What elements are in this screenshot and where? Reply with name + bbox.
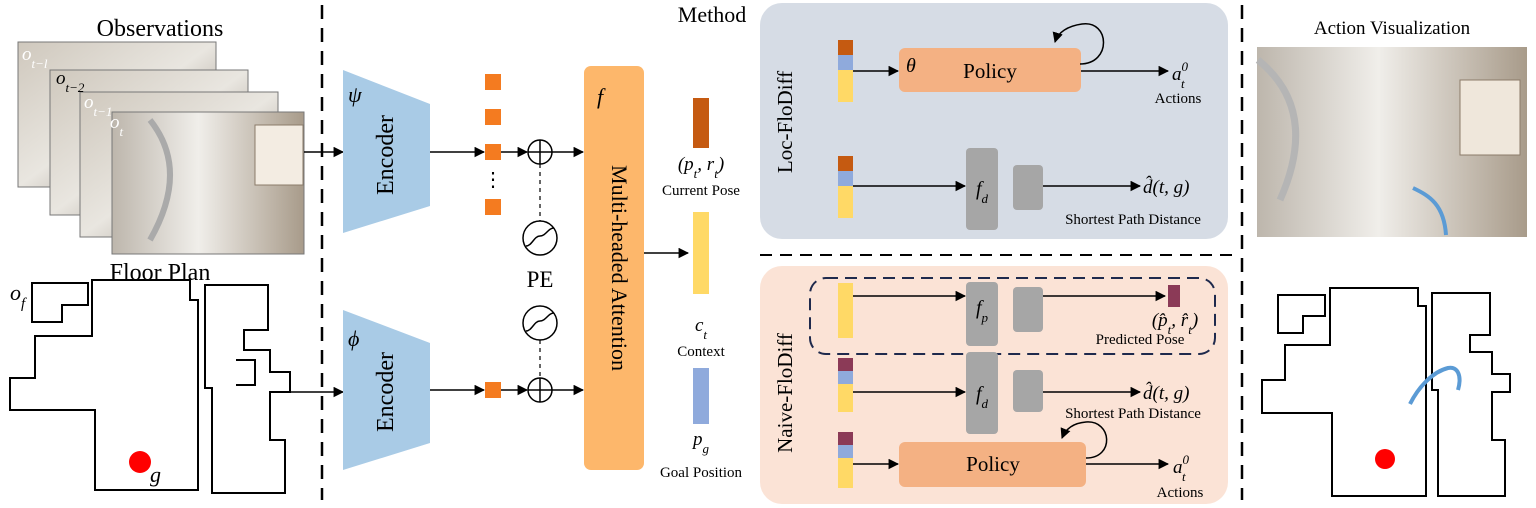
context-vector <box>693 212 709 294</box>
goal-position-symbol: pg <box>691 429 710 456</box>
floor-plan-title: Floor Plan <box>110 260 211 286</box>
obs-tokens: ⋮ <box>483 74 503 215</box>
goal-position-vector <box>693 368 709 424</box>
loc-fd-block <box>966 148 998 230</box>
attention-block <box>584 66 644 470</box>
predicted-pose-label: Predicted Pose <box>1096 332 1185 348</box>
frame-window <box>254 124 304 186</box>
current-pose-vector <box>693 98 709 148</box>
observations-title: Observations <box>97 16 224 42</box>
obs-token <box>485 199 501 215</box>
attention-symbol: f <box>597 84 606 109</box>
obs-token <box>485 74 501 90</box>
naive-fd-block <box>966 352 998 434</box>
loc-flodiff-panel <box>760 3 1228 239</box>
map-encoder-label: Encoder <box>373 352 399 432</box>
loc-policy-input <box>838 40 853 102</box>
pe-icon-bottom <box>522 305 558 341</box>
naive-policy-block <box>899 442 1086 487</box>
context-label: Context <box>677 344 725 360</box>
naive-dist-input <box>838 358 853 412</box>
loc-flodiff-label: Loc-FloDiff <box>773 71 797 173</box>
naive-flodiff-label: Naive-FloDiff <box>773 333 797 453</box>
observation-stack <box>17 41 305 255</box>
obs-token <box>485 109 501 125</box>
predicted-pose-vector <box>1168 285 1180 307</box>
attention-label: Multi-headed Attention <box>607 165 632 371</box>
method-title: Method <box>678 2 746 27</box>
add-op-top <box>527 139 553 165</box>
action-vis-floor-plan <box>1261 287 1511 497</box>
naive-distance-label: Shortest Path Distance <box>1065 406 1201 422</box>
obs-token <box>485 144 501 160</box>
loc-policy-block <box>899 48 1081 92</box>
naive-fd-out-block <box>1013 370 1043 412</box>
loc-dist-input <box>838 156 853 218</box>
naive-actions-label: Actions <box>1157 485 1204 501</box>
naive-fp-block <box>966 282 998 346</box>
action-vis-title: Action Visualization <box>1314 18 1471 39</box>
loc-fd-out-block <box>1013 165 1043 210</box>
goal-marker-vis <box>1375 449 1395 469</box>
current-pose-symbol: (pt, rt) <box>678 154 724 181</box>
obs-encoder-symbol: ψ <box>348 82 362 107</box>
obs-encoder-label: Encoder <box>373 115 399 195</box>
naive-pose-input <box>838 283 853 338</box>
token-ellipsis: ⋮ <box>483 169 503 191</box>
map-encoder-symbol: ϕ <box>348 326 359 351</box>
naive-policy-input <box>838 432 853 488</box>
pose-prediction-group <box>809 277 1216 355</box>
loc-distance-label: Shortest Path Distance <box>1065 212 1201 228</box>
naive-policy-loop <box>1060 421 1108 459</box>
naive-fp-out-block <box>1013 287 1043 332</box>
floor-plan-map <box>9 279 291 494</box>
map-encoder <box>343 310 430 470</box>
add-op-bottom <box>527 377 553 403</box>
pe-label: PE <box>527 267 554 292</box>
loc-policy-symbol: θ <box>906 55 916 77</box>
floor-plan-obs-label: of <box>10 280 27 312</box>
frame-door-edge <box>147 118 173 242</box>
goal-marker <box>129 451 151 473</box>
loc-distance-symbol: d̂(t, g) <box>1143 176 1189 198</box>
action-vis-image <box>1255 47 1527 237</box>
context-symbol: ct <box>695 315 707 342</box>
pe-icon-top <box>522 220 558 256</box>
naive-policy-label: Policy <box>966 452 1020 476</box>
loc-policy-loop <box>1052 23 1105 65</box>
loc-actions-label: Actions <box>1155 91 1202 107</box>
obs-encoder <box>343 70 430 233</box>
current-pose-label: Current Pose <box>662 183 740 199</box>
predicted-path-image <box>1412 186 1448 236</box>
goal-label: g <box>150 462 161 487</box>
naive-distance-symbol: d̂(t, g) <box>1143 382 1189 404</box>
goal-position-label: Goal Position <box>660 465 743 481</box>
loc-policy-label: Policy <box>963 59 1017 83</box>
predicted-path-map <box>1408 365 1462 405</box>
map-token <box>485 382 501 398</box>
